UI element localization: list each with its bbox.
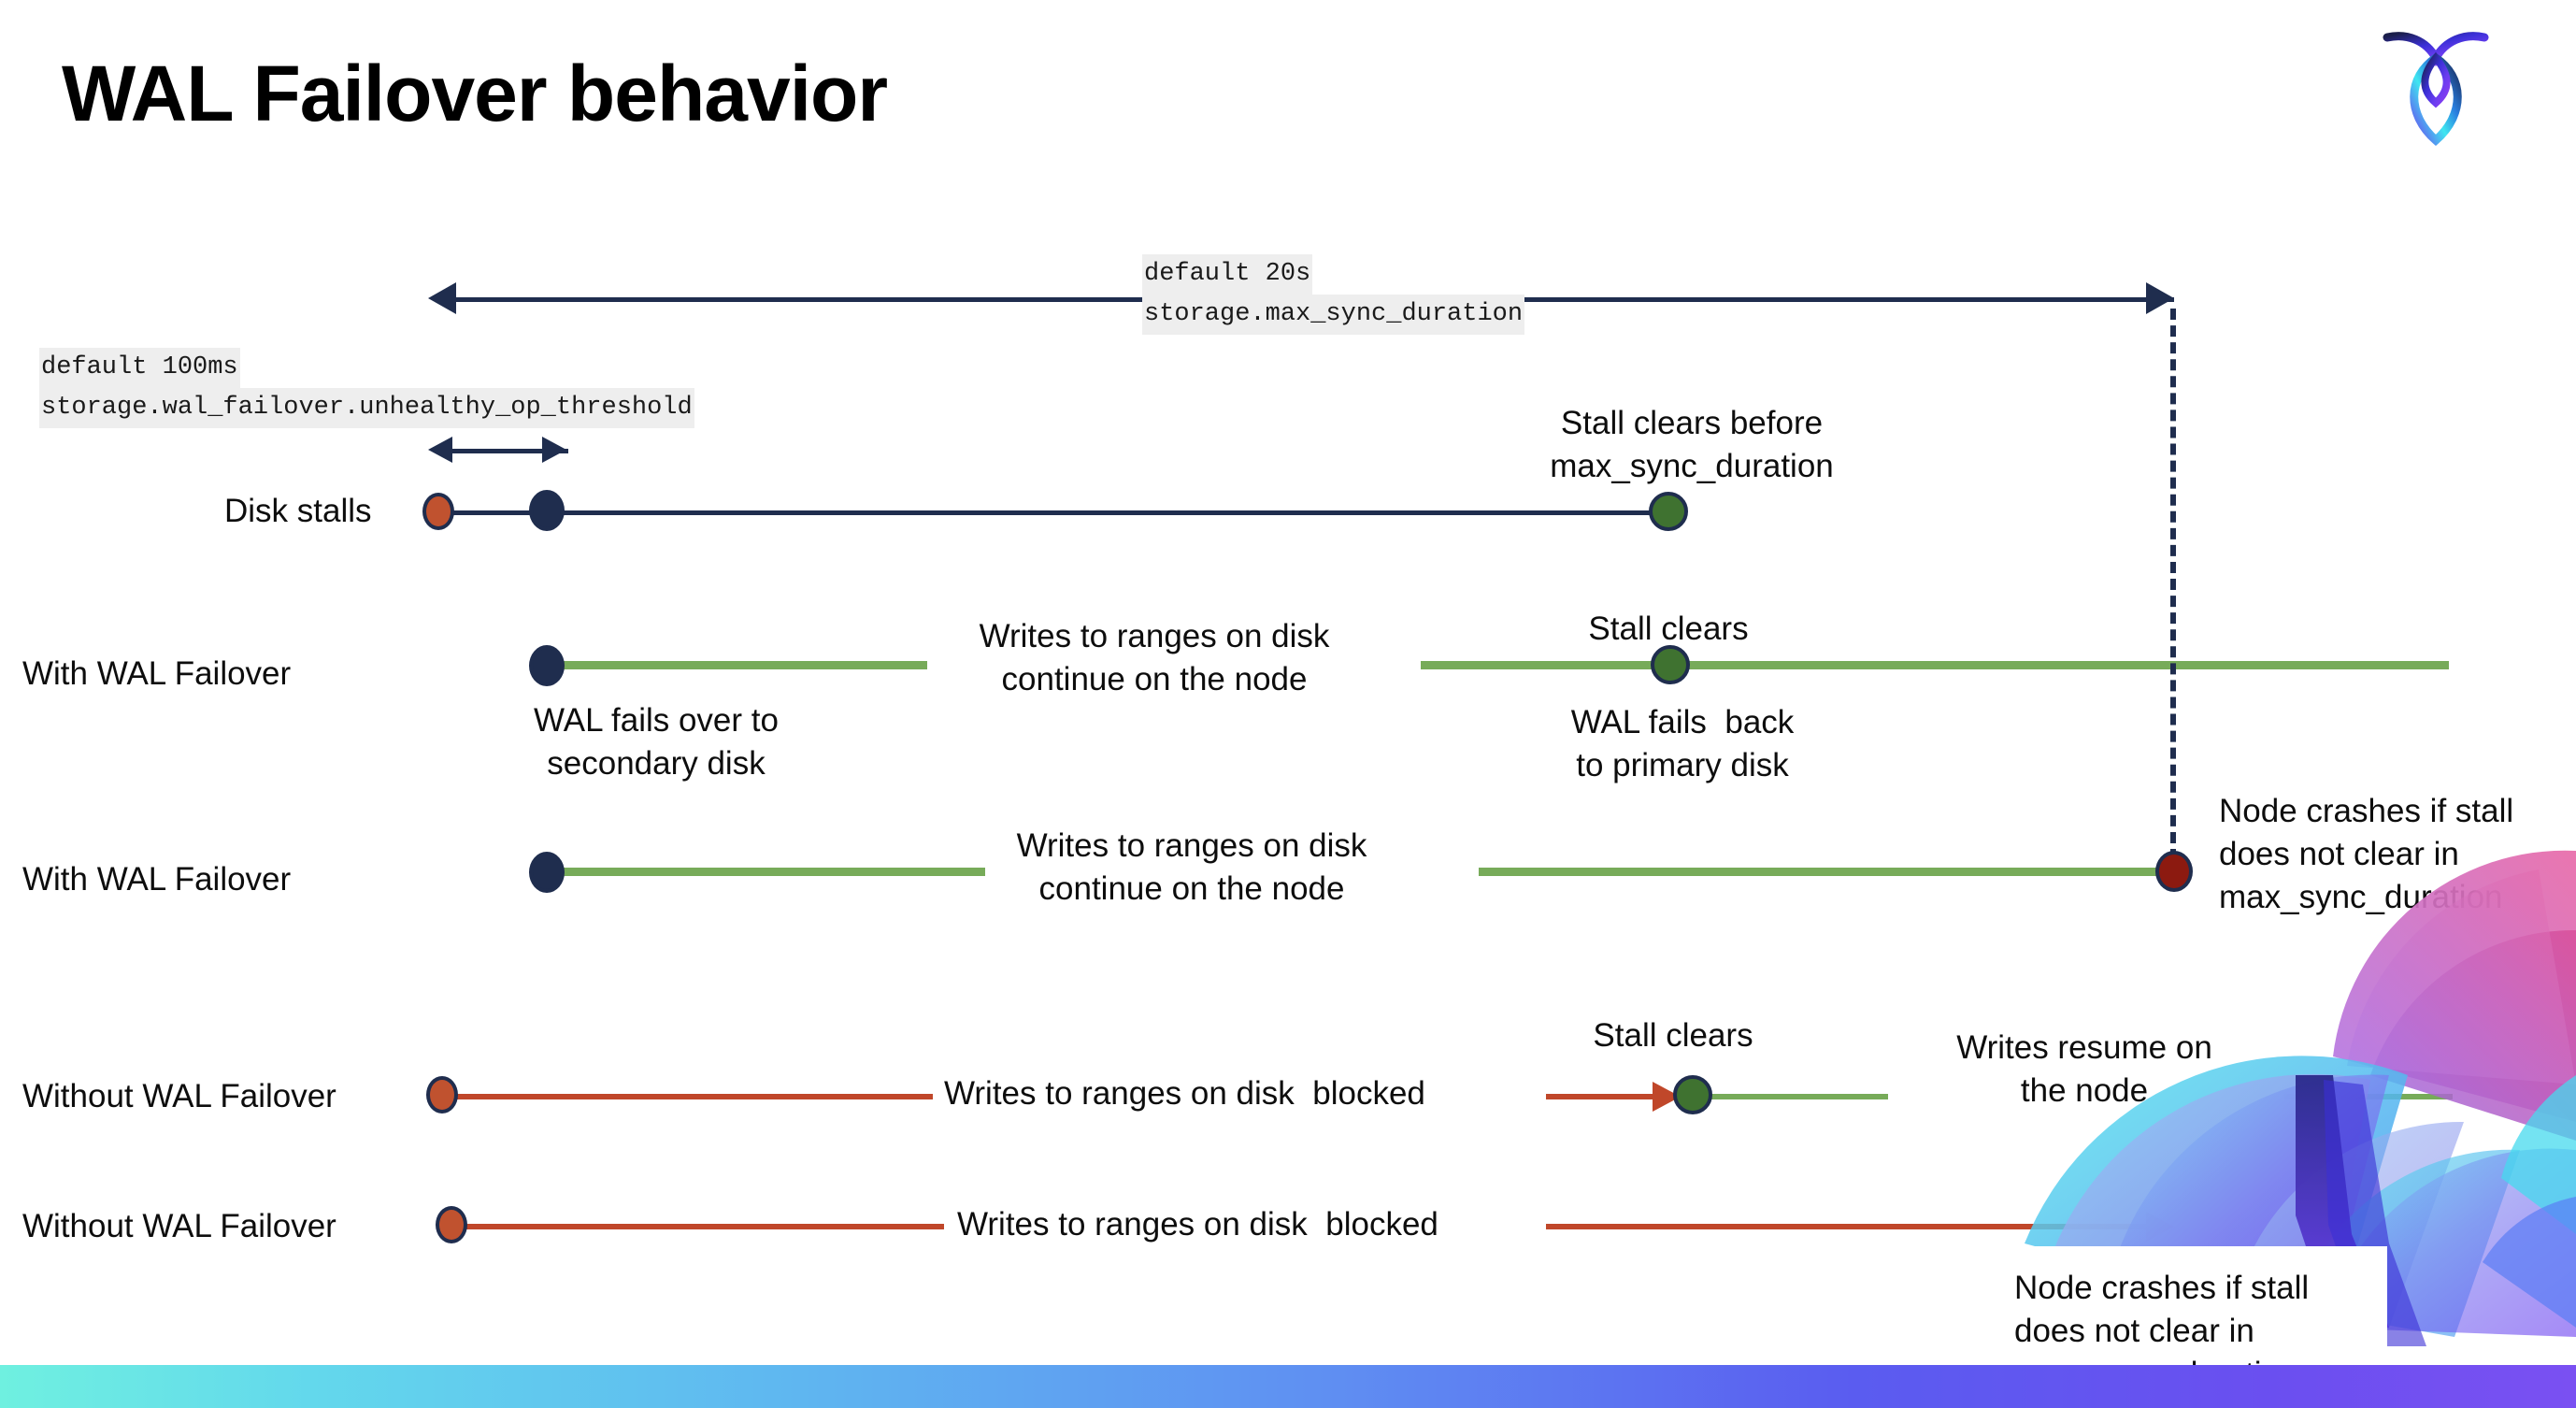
without-wal-1-line-c <box>1710 1094 1888 1099</box>
annotation-writes-blocked-1: Writes to ranges on disk blocked <box>944 1075 1425 1112</box>
annotation-writes-blocked-2: Writes to ranges on disk blocked <box>957 1206 1438 1243</box>
disk-stalls-timeline <box>437 510 1669 515</box>
cockroachdb-logo-icon <box>2380 21 2492 151</box>
wal-failover-1-start-marker <box>529 645 565 686</box>
annotation-writes-continue-1: Writes to ranges on disk continue on the… <box>979 618 1330 697</box>
row-label-without-wal-failover-1: Without WAL Failover <box>22 1078 336 1114</box>
row-label-without-wal-failover-2: Without WAL Failover <box>22 1208 336 1244</box>
annotation-writes-continue-2: Writes to ranges on disk continue on the… <box>1016 827 1367 907</box>
max-sync-name-text: storage.max_sync_duration <box>1142 295 1525 335</box>
annotation-wal-fails-back: WAL fails back to primary disk <box>1570 704 1795 783</box>
annotation-wal-fails-over: WAL fails over to secondary disk <box>534 702 779 782</box>
annotation-writes-resume: Writes resume on the node <box>1956 1029 2212 1109</box>
page-title: WAL Failover behavior <box>62 50 888 137</box>
unhealthy-default-text: default 100ms <box>39 348 240 388</box>
wal-failover-1-clear-marker <box>1651 645 1690 684</box>
unhealthy-op-threshold-setting: default 100ms storage.wal_failover.unhea… <box>39 348 694 428</box>
without-wal-1-start-marker <box>426 1076 458 1113</box>
wal-failover-2-crash-marker <box>2155 851 2193 892</box>
unhealthy-span-line <box>451 449 568 453</box>
wal-failover-2-line-a <box>544 868 985 876</box>
unhealthy-name-text: storage.wal_failover.unhealthy_op_thresh… <box>39 388 694 428</box>
without-wal-2-start-marker <box>436 1206 467 1243</box>
disk-stall-start-marker <box>422 493 454 530</box>
row-label-with-wal-failover-1: With WAL Failover <box>22 655 292 692</box>
max-sync-duration-setting: default 20s storage.max_sync_duration <box>1142 254 1525 335</box>
wal-failover-1-line-a <box>544 661 927 669</box>
annotation-stall-clears-2: Stall clears <box>1593 1017 1753 1054</box>
wal-failover-2-line-b <box>1479 868 2178 876</box>
unhealthy-arrow-right-head <box>542 437 566 463</box>
annotation-stall-clears-1: Stall clears <box>1588 611 1749 647</box>
max-sync-arrow-right-head <box>2146 282 2174 314</box>
max-sync-arrow-left-head <box>428 282 456 314</box>
without-wal-2-line-b <box>1546 1224 2163 1229</box>
wal-failover-2-start-marker <box>529 852 565 893</box>
without-wal-1-line-a <box>447 1094 933 1099</box>
annotation-stall-clears-before: Stall clears before max_sync_duration <box>1550 405 1834 484</box>
disk-stall-clear-marker <box>1649 492 1688 531</box>
without-wal-1-line-d <box>2284 1094 2453 1099</box>
row-label-disk-stalls: Disk stalls <box>224 493 372 529</box>
row-label-with-wal-failover-2: With WAL Failover <box>22 861 292 898</box>
wal-failover-1-line-b <box>1421 661 2449 669</box>
without-wal-1-clear-marker <box>1673 1075 1712 1114</box>
max-sync-deadline-dashed-line <box>2170 309 2176 860</box>
bottom-gradient-bar <box>0 1365 2576 1408</box>
max-sync-default-text: default 20s <box>1142 254 1313 295</box>
without-wal-2-line-a <box>458 1224 944 1229</box>
disk-stall-threshold-marker <box>529 490 565 531</box>
annotation-node-crashes-1: Node crashes if stall does not clear in … <box>2219 793 2514 915</box>
without-wal-1-line-b <box>1546 1094 1667 1099</box>
without-wal-2-arrowhead <box>2146 1212 2174 1242</box>
unhealthy-arrow-left-head <box>428 437 452 463</box>
